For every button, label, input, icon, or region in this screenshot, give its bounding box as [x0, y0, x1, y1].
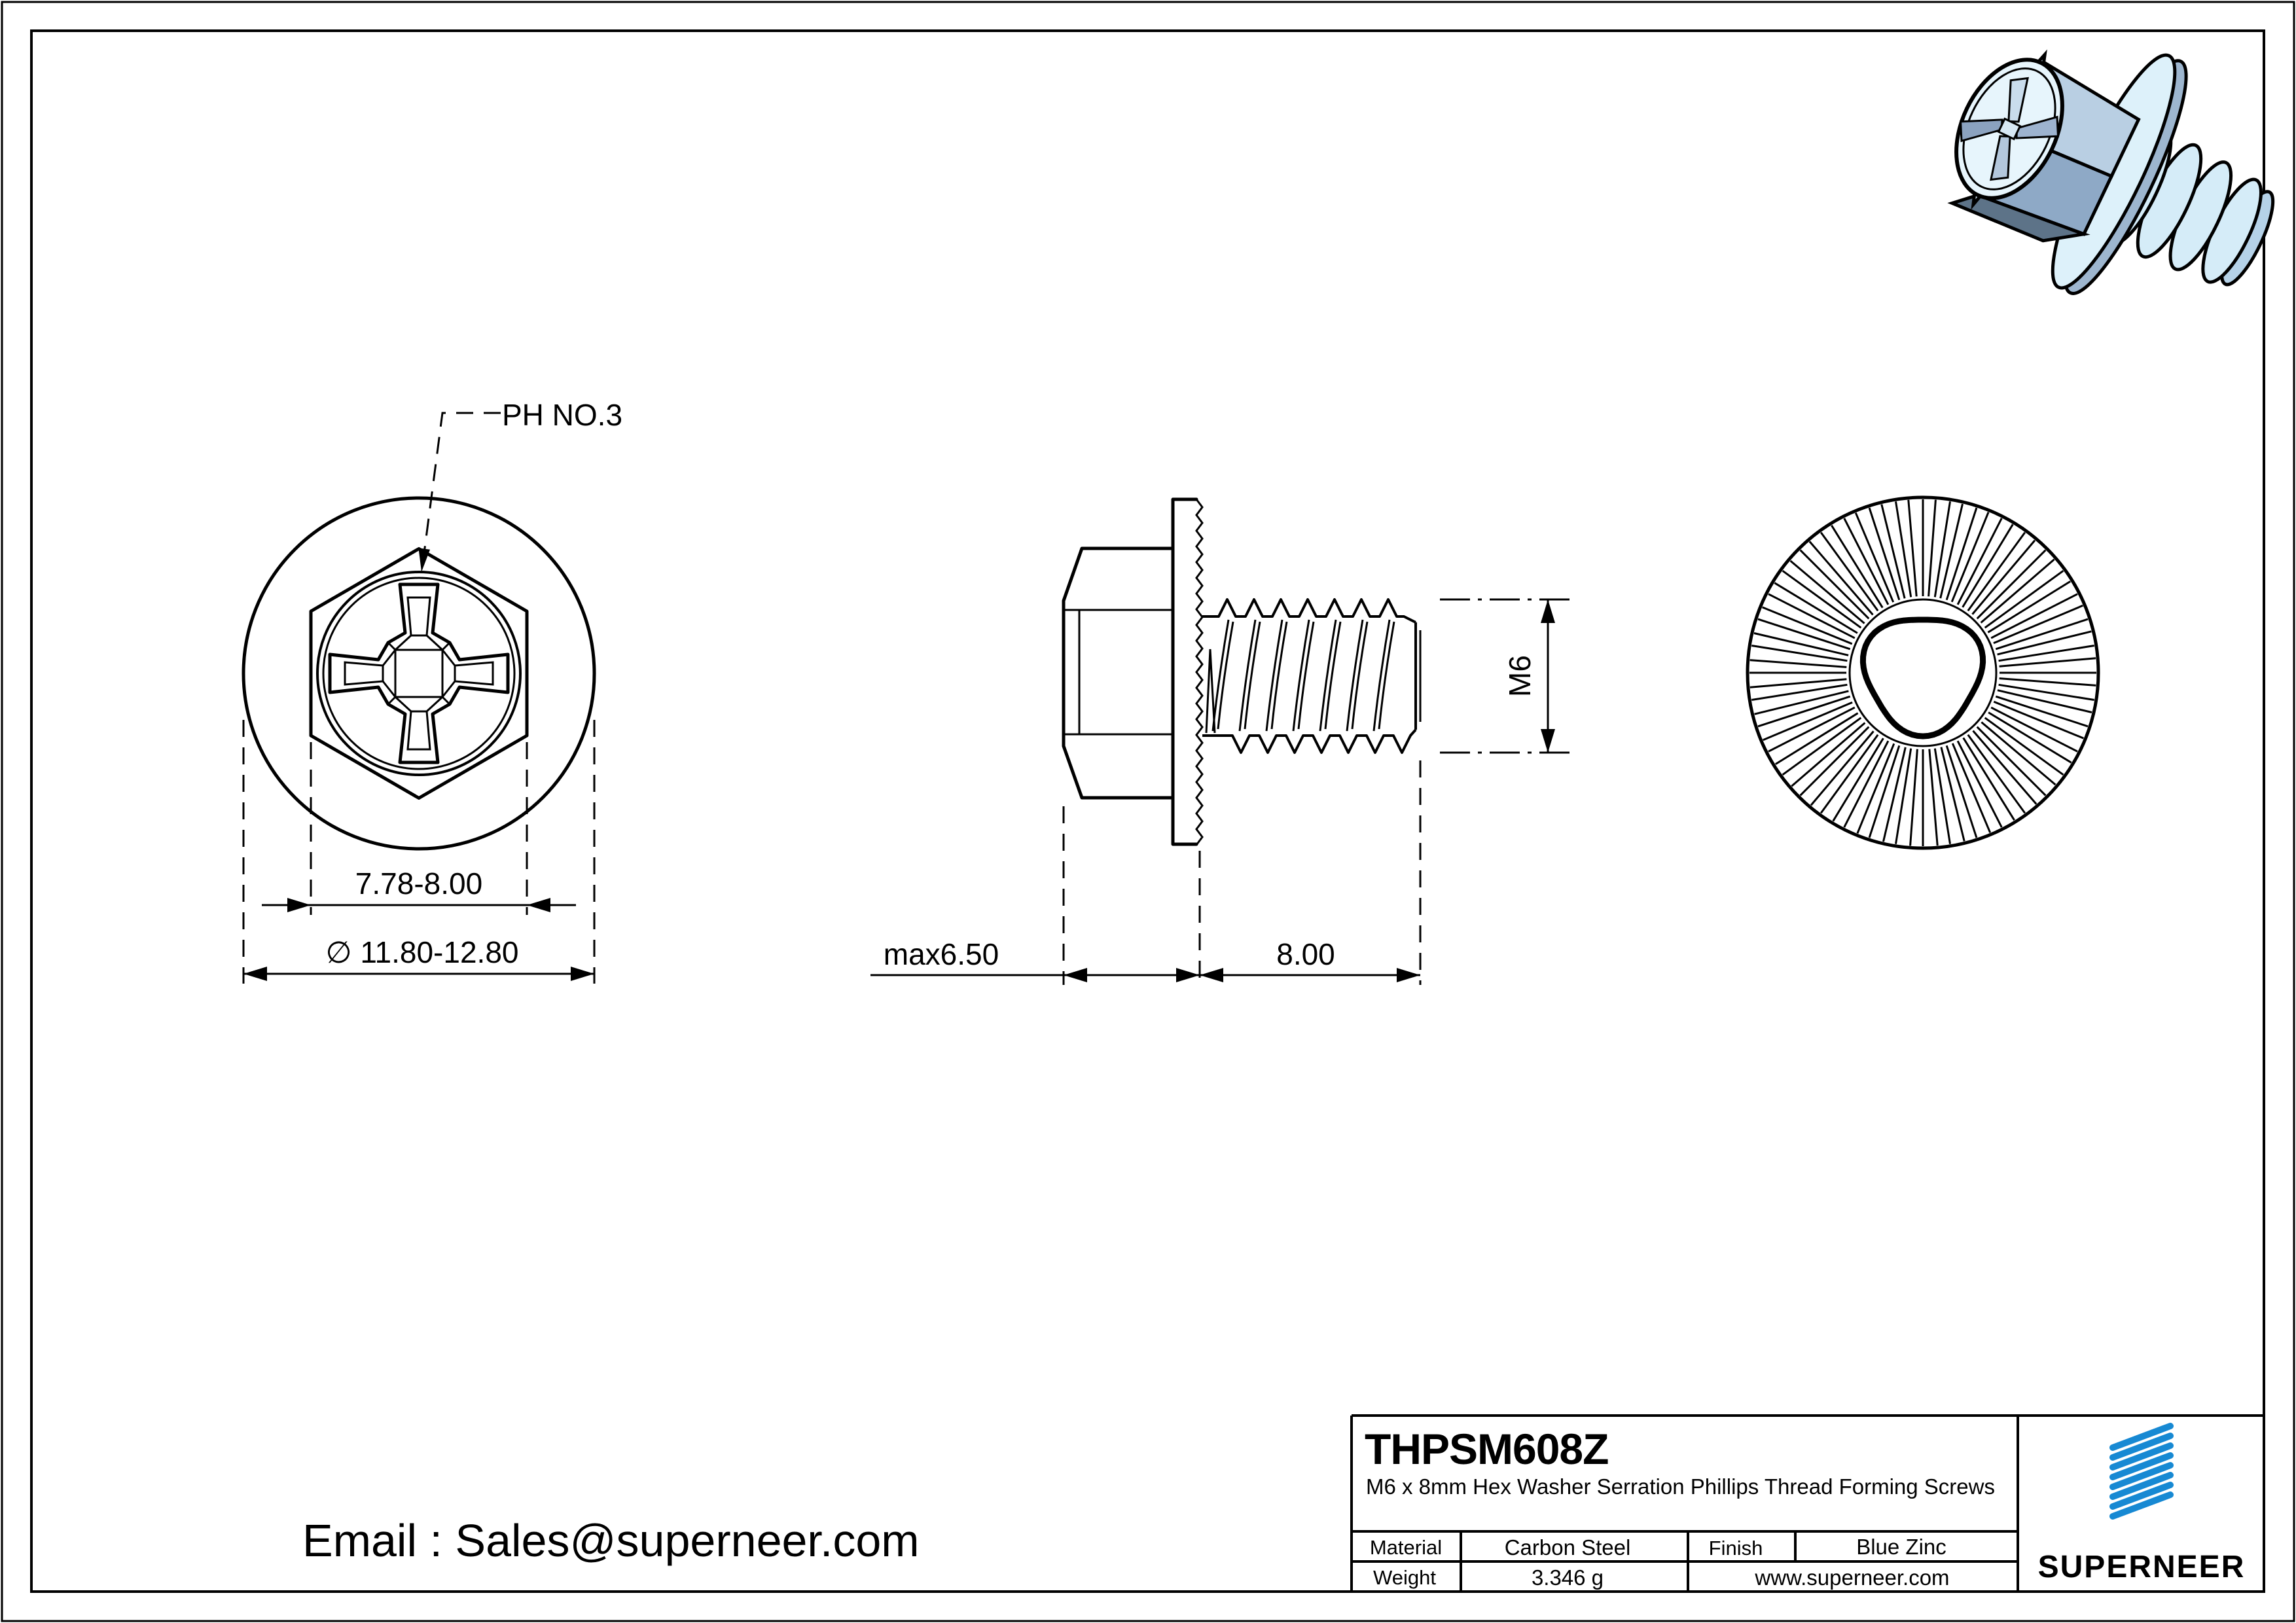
dia-extension-lines [242, 720, 596, 984]
callout-arrowhead [418, 548, 430, 572]
head-dim-arrow-right [1176, 968, 1200, 982]
brand-logo-stripes-icon [2109, 1423, 2174, 1520]
thread-dim-arrow-left [1200, 968, 1223, 982]
length-extension-lines [1062, 760, 1422, 985]
weight-label: Weight [1373, 1566, 1436, 1589]
serrated-washer-outer-circle [1746, 495, 2100, 850]
dia-arrow-left [243, 967, 267, 981]
dia-dimension-text: ∅ 11.80-12.80 [326, 935, 519, 969]
thread-dim-arrow-right [1397, 968, 1420, 982]
3d-phillips-recess [1959, 77, 2060, 181]
front-view: PH NO.3 7.78-8.00 ∅ 11.80-12.80 [242, 398, 622, 984]
part-description: M6 x 8mm Hex Washer Serration Phillips T… [1366, 1474, 1995, 1499]
finish-label: Finish [1709, 1537, 1763, 1560]
material-value: Carbon Steel [1505, 1535, 1631, 1560]
recess-rim-outer-circle [316, 571, 522, 776]
side-view: M6 max6.50 8.00 [870, 497, 1571, 985]
inner-border [30, 29, 2265, 1593]
washer-outline-circle [242, 496, 596, 851]
brand-name: SUPERNEER [2038, 1550, 2246, 1584]
3d-recess-arm [1990, 135, 2011, 181]
title-block: THPSM608Z M6 x 8mm Hex Washer Serration … [1350, 1414, 2264, 1592]
3d-head-chamfer-ring [1962, 67, 2056, 190]
website-link[interactable]: www.superneer.com [1754, 1565, 1949, 1590]
recess-rim-inner-circle [322, 577, 516, 770]
af-extension-lines [310, 742, 528, 915]
trilobular-hole-outline [1859, 616, 1986, 740]
side-washer-outline [1171, 497, 1198, 846]
title-block-grid [1350, 1414, 2264, 1592]
hex-head-outline [309, 547, 529, 800]
phillips-recess-facets [344, 596, 494, 751]
m6-arrow-top [1541, 599, 1555, 623]
phillips-recess-outline [328, 582, 510, 764]
m6-arrow-bottom [1541, 729, 1555, 753]
3d-head-underside [1947, 193, 2090, 243]
dia-arrow-right [571, 967, 594, 981]
thread-profile [1202, 598, 1417, 754]
serration-lines [1749, 499, 2096, 846]
phillips-size-callout: PH NO.3 [502, 398, 622, 432]
side-head-outline [1062, 546, 1175, 800]
af-arrow-right [527, 898, 550, 912]
3d-recess-arm [2007, 77, 2029, 123]
thread-length-dimension-text: 8.00 [1276, 937, 1335, 971]
callout-leader-line [423, 412, 501, 554]
thread-flank-lines [1211, 619, 1395, 732]
bottom-view [1746, 495, 2100, 850]
iso-3d-preview [1947, 49, 2275, 295]
head-dim-arrow-left [1064, 968, 1087, 982]
m6-dimension-text: M6 [1503, 655, 1537, 697]
af-arrow-left [287, 898, 311, 912]
side-washer-serrated-edge [1195, 499, 1204, 846]
material-label: Material [1370, 1536, 1442, 1559]
weight-value: 3.346 g [1532, 1565, 1604, 1590]
af-dimension-text: 7.78-8.00 [355, 866, 482, 901]
3d-recess-center [1997, 117, 2022, 141]
finish-value: Blue Zinc [1856, 1535, 1946, 1559]
part-number: THPSM608Z [1365, 1425, 1608, 1473]
head-height-dimension-text: max6.50 [884, 937, 999, 971]
m6-extension-lines [1440, 598, 1571, 754]
contact-email[interactable]: Email : Sales@superneer.com [302, 1515, 920, 1566]
washer-boss-circle [1848, 598, 1998, 747]
thread-runout [1205, 649, 1216, 734]
side-head-facet-lines [1064, 609, 1173, 736]
brand-logo: SUPERNEER [2038, 1423, 2246, 1584]
